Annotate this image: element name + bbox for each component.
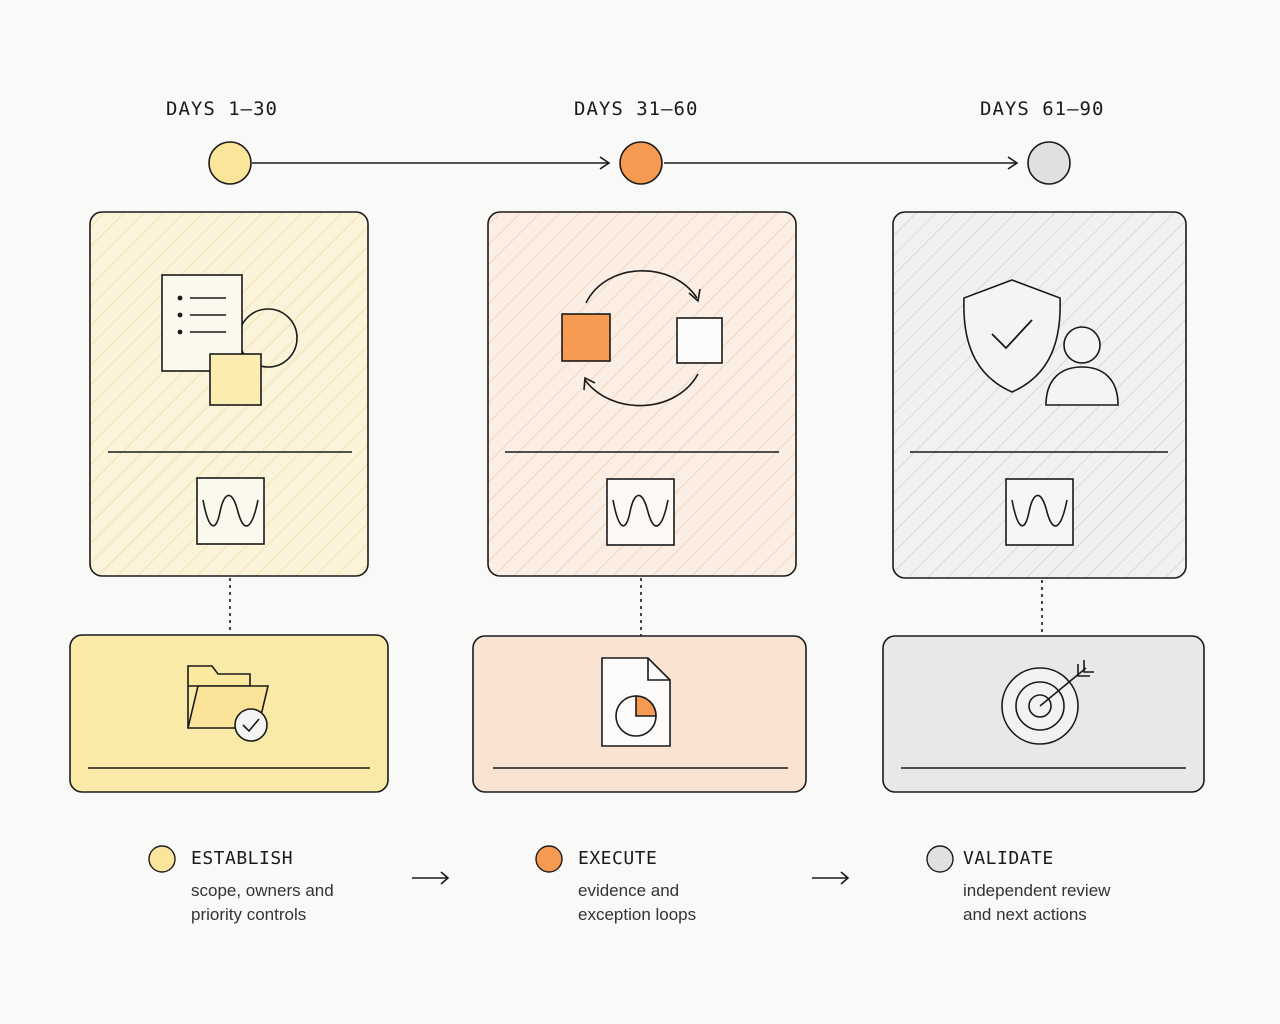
phase-desc-validate: independent review and next actions (963, 879, 1163, 927)
cycle-arrows-icon (561, 270, 723, 407)
phase-desc-line: independent review (963, 881, 1111, 900)
timeline-dot-3 (1027, 141, 1071, 185)
card-establish (89, 211, 369, 577)
phase-desc-line: scope, owners and (191, 881, 334, 900)
document-list-icon (161, 274, 298, 406)
arrow-right-icon (812, 871, 850, 885)
timeline-dot-1 (208, 141, 252, 185)
box-validate (882, 635, 1205, 793)
phase-title-execute: EXECUTE (578, 848, 658, 869)
box-establish (69, 634, 389, 793)
waveform-icon (1005, 478, 1074, 546)
target-arrow-icon (1001, 660, 1094, 745)
phase-desc-line: priority controls (191, 905, 307, 924)
phase-desc-execute: evidence and exception loops (578, 879, 778, 927)
waveform-icon (606, 478, 675, 546)
folder-check-icon (186, 665, 270, 742)
day-label-3: DAYS 61–90 (980, 98, 1105, 120)
phase-desc-line: evidence and (578, 881, 680, 900)
timeline (208, 141, 1071, 185)
arrow-right-icon (412, 871, 450, 885)
report-pie-icon (601, 657, 671, 747)
legend-dot-validate (926, 845, 954, 873)
day-label-2: DAYS 31–60 (574, 98, 699, 120)
shield-user-icon (963, 279, 1119, 406)
phase-title-establish: ESTABLISH (191, 848, 294, 869)
card-validate (892, 211, 1187, 579)
legend-dot-establish (148, 845, 176, 873)
waveform-icon (196, 477, 265, 545)
timeline-dot-2 (619, 141, 663, 185)
legend-dot-execute (535, 845, 563, 873)
phase-desc-line: exception loops (578, 905, 697, 924)
phase-title-validate: VALIDATE (963, 848, 1054, 869)
phase-desc-line: and next actions (963, 905, 1087, 924)
phase-desc-establish: scope, owners and priority controls (191, 879, 391, 927)
card-execute (487, 211, 797, 577)
box-execute (472, 635, 807, 793)
day-label-1: DAYS 1–30 (166, 98, 278, 120)
